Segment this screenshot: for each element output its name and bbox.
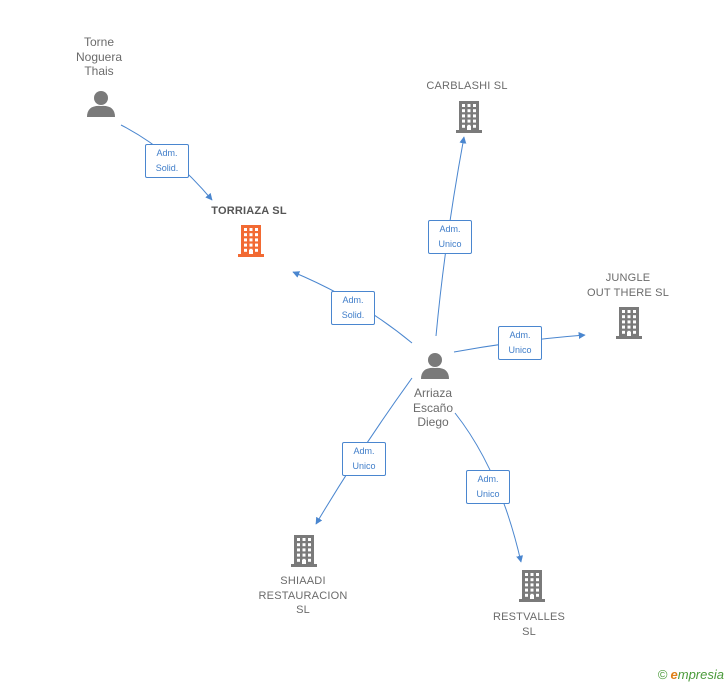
edge-label-line: Solid. [341, 310, 365, 320]
node-label-line: RESTAURACION [258, 589, 348, 602]
node-label-line: Arriaza [413, 386, 452, 400]
edge-label-torne-to-torriaza: Adm. Solid. [145, 144, 189, 178]
copyright-icon: © [657, 667, 668, 682]
node-label-shiaadi[interactable]: SHIAADI RESTAURACION SL [259, 574, 348, 618]
edge-label-arriaza-to-carblashi: Adm. Unico [428, 220, 472, 254]
edge-label-line: Unico [352, 461, 376, 471]
node-label-line: OUT THERE SL [586, 286, 670, 299]
node-label-restvalles[interactable]: RESTVALLES SL [493, 610, 565, 639]
node-label-line: SL [522, 625, 536, 638]
node-label-line: Diego [417, 415, 449, 429]
node-label-line: RESTVALLES [492, 611, 566, 623]
edge-label-line: Unico [508, 345, 532, 355]
edge-label-line: Adm. [477, 474, 499, 484]
building-icon-torriaza[interactable] [238, 225, 264, 257]
node-label-carblashi[interactable]: CARBLASHI SL [426, 79, 507, 94]
node-label-line: Noguera [75, 49, 123, 64]
brand-name: mpresia [677, 667, 724, 682]
building-icon-shiaadi[interactable] [291, 535, 317, 567]
edge-label-line: Adm. [342, 295, 364, 305]
edge-label-arriaza-to-jungle: Adm. Unico [498, 326, 542, 360]
node-label-line: TORRIAZA SL [211, 205, 287, 217]
edge-label-arriaza-to-shiaadi: Adm. Unico [342, 442, 386, 476]
edge-label-line: Solid. [155, 163, 179, 173]
building-icon-jungle[interactable] [616, 307, 642, 339]
edge-label-line: Unico [476, 489, 500, 499]
node-label-line: Escaño [412, 400, 454, 415]
edge-label-line: Adm. [509, 330, 531, 340]
edge-label-line: Adm. [156, 148, 178, 158]
edge-label-line: Adm. [439, 224, 461, 234]
node-label-line: Thais [84, 64, 114, 78]
edge-label-arriaza-to-torriaza: Adm. Solid. [331, 291, 375, 325]
node-label-line: CARBLASHI SL [426, 80, 508, 92]
building-icon-restvalles[interactable] [519, 570, 545, 602]
node-label-line: SL [296, 604, 310, 616]
node-label-line: SHIAADI [280, 575, 326, 587]
node-label-line: JUNGLE [605, 272, 651, 284]
node-label-torriaza[interactable]: TORRIAZA SL [211, 204, 287, 219]
person-icon-torne[interactable] [87, 91, 115, 117]
edge-label-arriaza-to-restvalles: Adm. Unico [466, 470, 510, 504]
node-label-jungle[interactable]: JUNGLE OUT THERE SL [587, 271, 669, 300]
brand-logo-e: e [670, 667, 678, 682]
node-label-line: Torne [83, 35, 115, 49]
edge-label-line: Unico [438, 239, 462, 249]
building-icon-carblashi[interactable] [456, 101, 482, 133]
person-icon-arriaza[interactable] [421, 353, 449, 379]
brand-footer: ©empresia [658, 667, 724, 682]
edge-label-line: Adm. [353, 446, 375, 456]
